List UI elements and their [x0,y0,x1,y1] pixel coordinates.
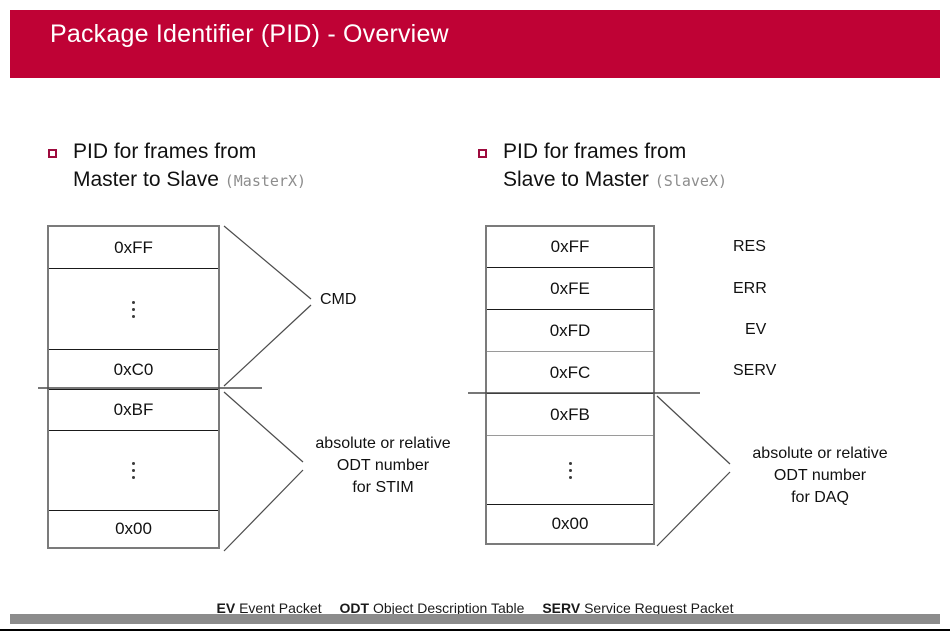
daq-bracket-lower [656,471,731,547]
legend-text-serv: Service Request Packet [584,600,734,616]
footer-gray-bar [10,614,940,624]
cell-value: 0xFD [549,320,591,340]
vertical-ellipsis-icon [132,458,135,483]
vertical-ellipsis-icon [568,458,572,483]
legend-text-odt: Object Description Table [372,600,525,616]
table-row: 0xFF [49,227,218,269]
side-label-serv: SERV [733,362,777,379]
heading-line-2: Master to Slave (MasterX) [73,168,306,192]
annotation-daq-line-2: ODT number [773,467,867,484]
legend-abbr-ev: EV [216,600,236,616]
stim-bracket-upper [223,391,304,463]
page-title: Package Identifier (PID) - Overview [50,20,449,48]
cell-value: 0xFB [550,404,590,424]
stim-bracket-lower [223,469,304,552]
legend-abbr-odt: ODT [339,600,370,616]
table-row: 0xFE [487,268,653,310]
heading-line-2-main: Master to Slave [73,168,219,191]
daq-bracket-upper [656,395,731,465]
table-row [49,431,218,511]
table-row: 0xBF [49,390,218,431]
cell-value: 0x00 [115,519,152,538]
side-label-res: RES [733,238,766,255]
cmd-bracket-lower [223,304,312,387]
pid-table-slave-to-master: 0xFF 0xFE 0xFD 0xFC 0xFB 0x00 [485,225,655,545]
table-row: 0xFD [487,310,653,352]
heading-line-2: Slave to Master (SlaveX) [503,168,727,192]
title-banner [10,10,940,78]
annotation-daq-line-1: absolute or relative [752,445,888,462]
heading-line-1: PID for frames from [503,140,687,163]
legend-text-ev: Event Packet [239,600,322,616]
cell-value: 0xFE [550,278,590,298]
vertical-ellipsis-icon [132,297,135,322]
annotation-stim-line-3: for STIM [352,479,414,496]
pid-table-master-to-slave: 0xFF 0xC0 0xBF 0x00 [47,225,220,549]
table-row: 0xC0 [49,350,218,390]
heading-sub-label: (MasterX) [224,172,307,190]
table-row: 0xFB [487,394,653,436]
annotation-stim: absolute or relative ODT number for STIM [303,433,463,499]
table-row: 0x00 [487,505,653,543]
side-label-err: ERR [733,280,767,297]
cell-value: 0xFF [114,237,153,257]
heading-sub-label: (SlaveX) [654,172,727,190]
table-row: 0xFF [487,227,653,268]
cell-value: 0xFC [549,362,591,382]
square-bullet-icon [478,149,487,158]
footer-legend: EV Event Packet ODT Object Description T… [0,600,950,616]
table-row [49,269,218,350]
footer-black-line [0,629,950,631]
cell-value: 0xC0 [113,359,154,379]
table-row: 0xFC [487,352,653,394]
table-row: 0x00 [49,511,218,547]
annotation-cmd: CMD [320,291,357,308]
annotation-stim-line-1: absolute or relative [315,435,451,452]
annotation-daq: absolute or relative ODT number for DAQ [730,443,910,509]
side-label-ev: EV [745,321,767,338]
cell-value: 0x00 [551,514,589,533]
heading-line-1: PID for frames from [73,140,257,163]
square-bullet-icon [48,149,57,158]
annotation-daq-line-3: for DAQ [791,489,849,506]
heading-line-2-main: Slave to Master [503,168,649,191]
cell-value: 0xFF [550,237,590,256]
cell-value: 0xBF [113,400,154,419]
cmd-bracket-upper [223,225,312,300]
table-row [487,436,653,505]
annotation-stim-line-2: ODT number [336,457,430,474]
legend-abbr-serv: SERV [542,600,581,616]
